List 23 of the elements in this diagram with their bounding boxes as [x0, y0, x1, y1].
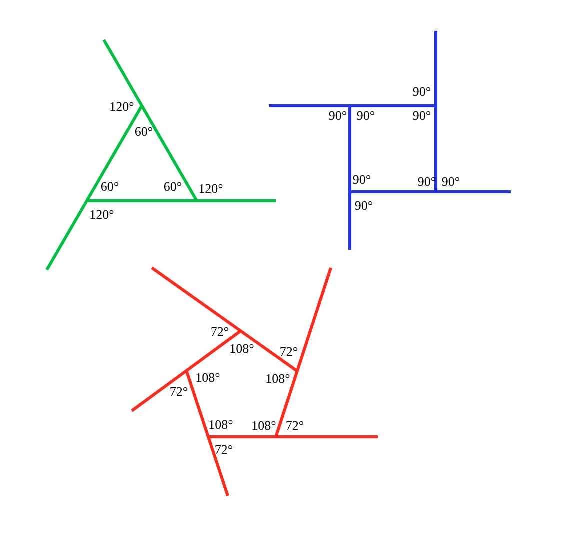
angle-label: 60° [134, 124, 154, 139]
angle-label: 90° [412, 84, 432, 99]
angle-label: 108° [208, 417, 234, 432]
angle-label: 120° [110, 99, 134, 114]
angle-label: 120° [198, 181, 224, 196]
angle-label: 108° [266, 371, 290, 386]
angle-label: 90° [328, 108, 348, 123]
angle-label: 72° [210, 324, 230, 339]
angle-label: 90° [356, 108, 376, 123]
angle-label: 72° [170, 384, 188, 399]
angle-label: 60° [100, 179, 120, 194]
angle-label: 72° [280, 344, 298, 359]
angle-label: 90° [442, 174, 460, 189]
angle-label: 120° [90, 207, 114, 222]
angle-label: 108° [196, 370, 220, 385]
angle-label: 72° [214, 442, 234, 457]
angle-label: 60° [164, 179, 182, 194]
angle-label: 90° [354, 198, 374, 213]
angle-label: 90° [352, 172, 372, 187]
angle-label: 108° [230, 341, 254, 356]
angle-label: 72° [286, 418, 304, 433]
angle-label: 90° [412, 108, 432, 123]
angle-label: 108° [252, 418, 276, 433]
